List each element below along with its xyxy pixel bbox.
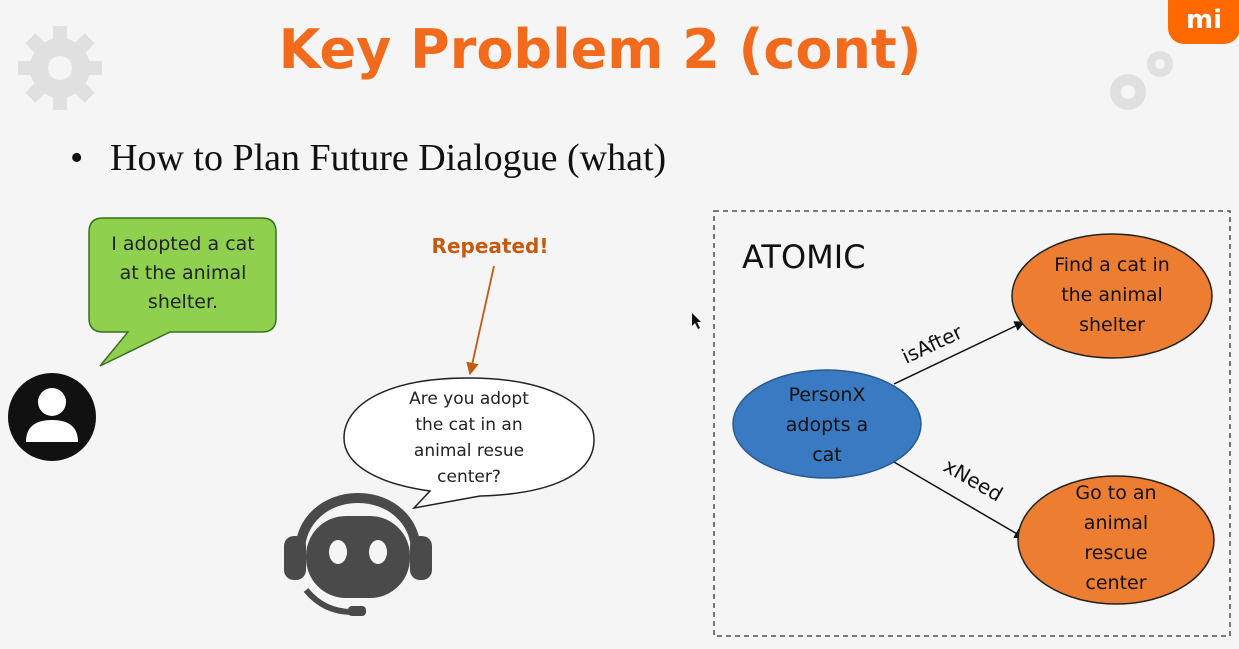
svg-text:mi: mi [1186,5,1222,35]
gears-icon [1110,51,1173,110]
node-line: cat [812,444,842,466]
bot-utterance: Are you adopt the cat in an animal resue… [376,386,562,490]
atomic-label: ATOMIC [742,238,866,276]
mi-logo: mi [1168,0,1239,44]
bot-line: Are you adopt [409,389,529,409]
user-line: at the animal [119,262,247,284]
node-go-rescue [1017,475,1215,605]
bot-line: the cat in an [415,415,523,435]
node-line: center [1085,572,1147,594]
bullet-text: How to Plan Future Dialogue (what) [110,137,667,179]
slide-title: Key Problem 2 (cont) [278,18,922,81]
node-line: Go to an [1075,482,1157,504]
edge-xneed-line [893,461,1025,539]
user-speech-bubble [88,217,277,367]
bot-line: animal resue [413,441,525,461]
node-line: Find a cat in [1054,254,1170,276]
robot-icon [284,492,432,616]
node-line: shelter [1079,314,1145,336]
bullet-item: • How to Plan Future Dialogue (what) [70,136,666,180]
edge-xneed-label: xNeed [940,454,1008,507]
bot-speech-bubble [343,377,595,510]
user-line: I adopted a cat [111,233,255,255]
node-line: rescue [1084,542,1148,564]
repeated-arrow [466,265,495,376]
node-personx-text: PersonX adopts a cat [747,380,907,470]
node-line: PersonX [788,384,866,406]
user-avatar-icon [8,373,96,461]
edge-isafter-label: isAfter [898,319,967,368]
bot-line: center? [437,467,501,487]
node-find-cat-text: Find a cat in the animal shelter [1022,250,1202,340]
edge-isafter-line [893,321,1025,385]
bullet-dot: • [70,137,84,179]
node-find-cat [1011,233,1213,359]
node-line: the animal [1061,284,1163,306]
repeated-label: Repeated! [431,234,549,258]
node-line: animal [1083,512,1149,534]
node-line: adopts a [785,414,869,436]
node-go-rescue-text: Go to an animal rescue center [1026,478,1206,598]
gear-icon [18,26,102,110]
atomic-box [713,210,1231,637]
user-utterance: I adopted a cat at the animal shelter. [92,230,274,317]
node-personx [732,369,922,479]
user-line: shelter. [147,291,219,313]
